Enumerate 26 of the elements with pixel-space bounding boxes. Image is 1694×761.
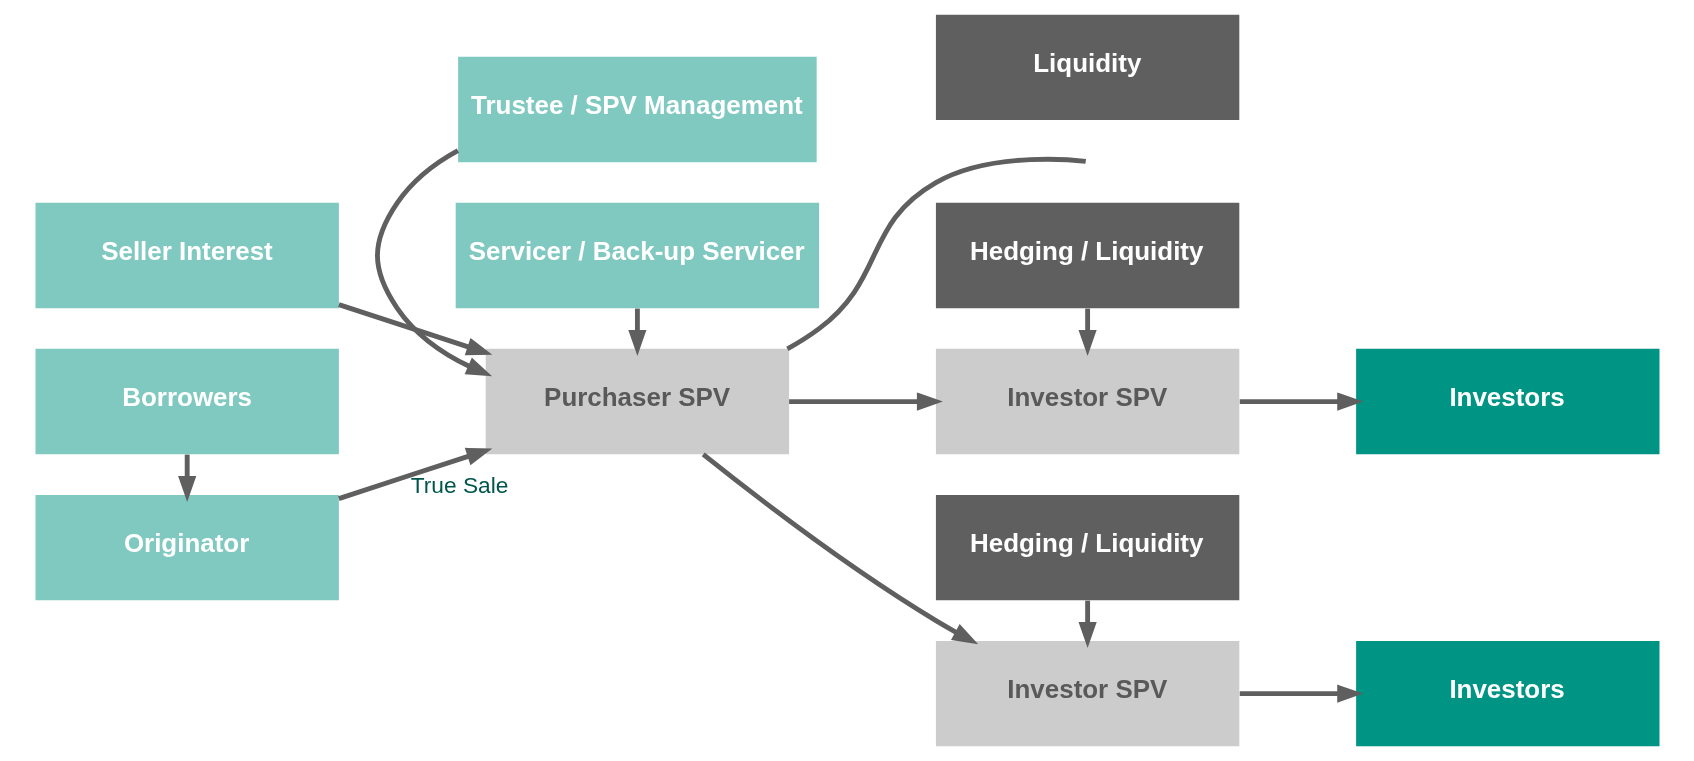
arrow (1239, 392, 1363, 411)
arrow (1078, 308, 1097, 356)
node-box: Seller Interest (35, 202, 339, 309)
node-box: Investors (1355, 640, 1659, 747)
arrow (337, 447, 492, 501)
arrow (701, 452, 978, 645)
arrow (788, 392, 943, 411)
node-box: Servicer / Back-up Servicer (455, 202, 819, 309)
node-box: Hedging / Liquidity (935, 202, 1239, 309)
connector (785, 156, 1086, 351)
arrow (1078, 600, 1097, 648)
node-box: Investors (1355, 348, 1659, 455)
arrow (1239, 684, 1363, 703)
node-box: Borrowers (35, 348, 339, 455)
arrow (337, 302, 492, 356)
node-box: Trustee / SPV Management (457, 56, 817, 163)
node-box: Liquidity (935, 14, 1239, 121)
arrow (374, 148, 492, 377)
node-box: Investor SPV (935, 640, 1239, 747)
arrow (627, 308, 646, 356)
node-box: Originator (35, 494, 339, 601)
node-box: Investor SPV (935, 348, 1239, 455)
arrow (177, 454, 196, 502)
edge-label: True Sale (410, 471, 508, 498)
node-box: Purchaser SPV (485, 348, 789, 455)
node-box: Hedging / Liquidity (935, 494, 1239, 601)
